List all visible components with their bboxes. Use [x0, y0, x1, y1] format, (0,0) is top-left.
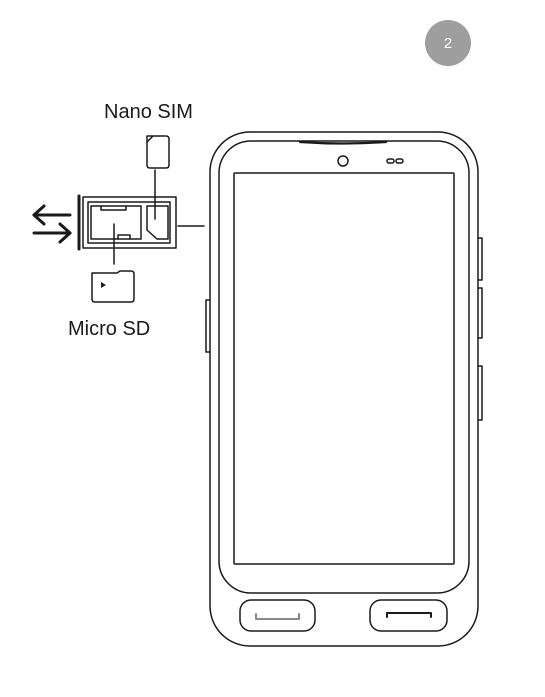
phone-illustration [205, 131, 483, 647]
card-tray-illustration [77, 169, 205, 265]
sensor-left-icon [386, 158, 395, 164]
phone-bezel [218, 140, 470, 594]
tray-outline [82, 196, 177, 249]
earpiece-icon [298, 140, 388, 145]
right-side-button-2 [477, 287, 483, 339]
phone-screen [233, 172, 455, 565]
step-number-badge: 2 [425, 20, 471, 66]
left-bottom-key-mark [255, 613, 300, 620]
micro-sd-card-icon [91, 270, 135, 303]
micro-sd-label: Micro SD [68, 318, 151, 340]
left-bottom-key [239, 599, 316, 632]
double-arrow-icon [32, 204, 72, 244]
phone-body [209, 131, 479, 647]
tray-inner [87, 201, 171, 244]
right-side-button-1 [477, 237, 483, 281]
sensor-right-icon [395, 158, 404, 164]
front-camera-icon [337, 155, 349, 167]
micro-sd-slot [90, 205, 142, 240]
triangle-icon [101, 282, 106, 288]
micro-sd-slot-notch [100, 205, 127, 211]
nano-sim-card-icon [146, 135, 170, 169]
right-bottom-key-mark [386, 612, 432, 618]
step-number: 2 [443, 34, 453, 52]
right-side-button-3 [477, 365, 483, 421]
nano-sim-label: Nano SIM [104, 101, 193, 123]
nano-sim-slot [146, 205, 169, 240]
micro-sd-slot-notch-bottom [117, 234, 131, 240]
left-side-button [205, 299, 211, 353]
right-bottom-key [369, 599, 448, 632]
